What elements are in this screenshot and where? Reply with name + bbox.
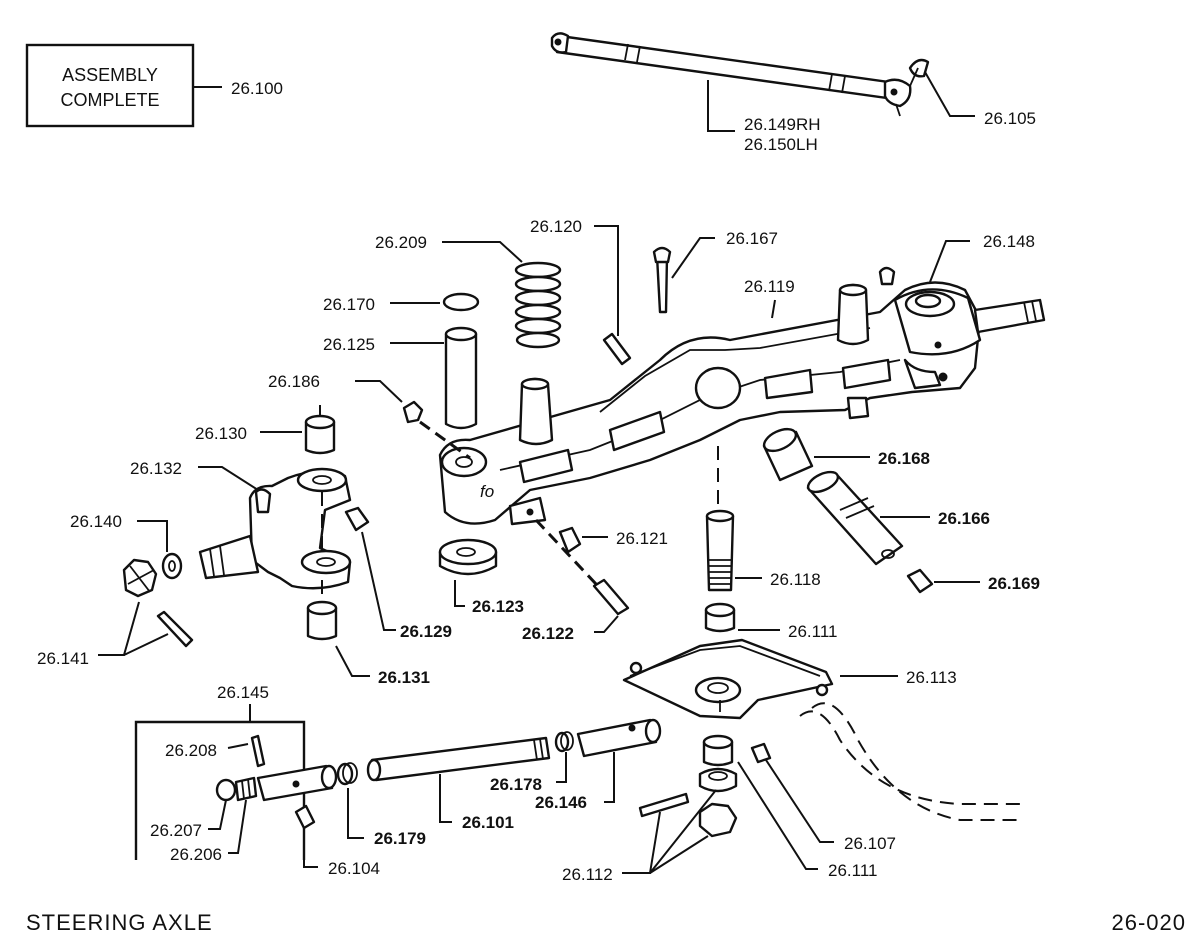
part-number-26-125: 26.125 xyxy=(323,335,375,354)
part-number-26-104: 26.104 xyxy=(328,859,380,878)
part-number-26-206: 26.206 xyxy=(170,845,222,864)
part-number-26-112: 26.112 xyxy=(562,865,613,884)
part-number-26-111-upper: 26.111 xyxy=(788,622,837,641)
part-26-129 xyxy=(344,506,370,532)
part-26-131 xyxy=(306,580,338,641)
part-26-141 xyxy=(122,558,194,648)
part-number-26-101: 26.101 xyxy=(462,813,514,832)
part-26-209-spring xyxy=(514,261,562,349)
part-number-26-140: 26.140 xyxy=(70,512,122,531)
drag-link-end-socket xyxy=(256,764,338,802)
part-26-107 xyxy=(750,742,772,764)
part-26-118 xyxy=(705,509,735,592)
part-number-26-105: 26.105 xyxy=(984,109,1036,128)
part-26-112 xyxy=(638,767,738,838)
part-26-132-knuckle xyxy=(198,467,352,590)
svg-text:fo: fo xyxy=(480,482,494,501)
part-26-122 xyxy=(592,578,630,616)
page-code: 26-020 xyxy=(1111,910,1186,935)
part-number-26-170: 26.170 xyxy=(323,295,375,314)
part-number-26-118: 26.118 xyxy=(770,570,821,589)
part-26-123 xyxy=(438,538,498,576)
part-number-26-120: 26.120 xyxy=(530,217,582,236)
part-26-140 xyxy=(161,552,183,580)
part-26-207 xyxy=(215,778,237,802)
assembly-line1: ASSEMBLY xyxy=(62,65,158,85)
part-number-26-131: 26.131 xyxy=(378,668,430,687)
part-26-179 xyxy=(336,762,358,786)
part-number-26-148: 26.148 xyxy=(983,232,1035,251)
part-number-26-121: 26.121 xyxy=(616,529,668,548)
assembly-line2: COMPLETE xyxy=(60,90,159,110)
part-number-26-119: 26.119 xyxy=(744,277,795,296)
part-number-26-167: 26.167 xyxy=(726,229,778,248)
part-number-26-107: 26.107 xyxy=(844,834,896,853)
part-26-208 xyxy=(250,734,266,768)
part-26-125 xyxy=(444,326,478,430)
part-number-26-113: 26.113 xyxy=(906,668,957,687)
part-26-167 xyxy=(652,246,672,314)
part-26-169 xyxy=(906,568,934,594)
tie-rod-drawing xyxy=(550,32,930,117)
page-title: STEERING AXLE xyxy=(26,910,213,935)
part-number-26-123: 26.123 xyxy=(472,597,524,616)
part-26-111-lower xyxy=(702,734,734,767)
part-number-26-111-lower: 26.111 xyxy=(828,861,877,880)
part-number-26-166: 26.166 xyxy=(938,509,990,528)
part-26-168 xyxy=(762,427,814,482)
part-26-111-upper xyxy=(704,602,736,633)
assembly-complete-callout: ASSEMBLY COMPLETE 26.100 xyxy=(25,43,283,128)
part-26-206 xyxy=(234,776,258,802)
part-26-113 xyxy=(622,638,834,720)
part-number-26-132: 26.132 xyxy=(130,459,182,478)
part-26-186 xyxy=(402,400,424,424)
part-number-26-179: 26.179 xyxy=(374,829,426,848)
part-number-26-149rh: 26.149RH xyxy=(744,115,821,134)
part-number-26-207: 26.207 xyxy=(150,821,202,840)
part-number-26-186: 26.186 xyxy=(268,372,320,391)
part-26-130 xyxy=(304,405,336,455)
part-26-146 xyxy=(576,718,662,758)
part-26-101-tube xyxy=(366,736,551,782)
part-26-104 xyxy=(294,804,316,830)
part-number-26-178: 26.178 xyxy=(490,775,542,794)
axle-beam-drawing: fo xyxy=(438,266,1046,526)
part-number-26-130: 26.130 xyxy=(195,424,247,443)
part-number-26-122: 26.122 xyxy=(522,624,574,643)
part-number-26-145: 26.145 xyxy=(217,683,269,702)
part-number-26-100: 26.100 xyxy=(231,79,283,98)
part-26-178 xyxy=(554,731,574,753)
part-number-26-208: 26.208 xyxy=(165,741,217,760)
part-number-26-146: 26.146 xyxy=(535,793,587,812)
drag-link-outline xyxy=(799,710,1020,805)
part-number-26-150lh: 26.150LH xyxy=(744,135,818,154)
part-26-121 xyxy=(558,526,582,554)
part-number-26-169: 26.169 xyxy=(988,574,1040,593)
part-number-26-168: 26.168 xyxy=(878,449,930,468)
part-number-26-141: 26.141 xyxy=(37,649,89,668)
part-26-166 xyxy=(806,470,904,566)
part-26-120 xyxy=(602,332,632,366)
part-number-26-209: 26.209 xyxy=(375,233,427,252)
part-26-170 xyxy=(442,292,480,312)
part-number-26-129: 26.129 xyxy=(400,622,452,641)
